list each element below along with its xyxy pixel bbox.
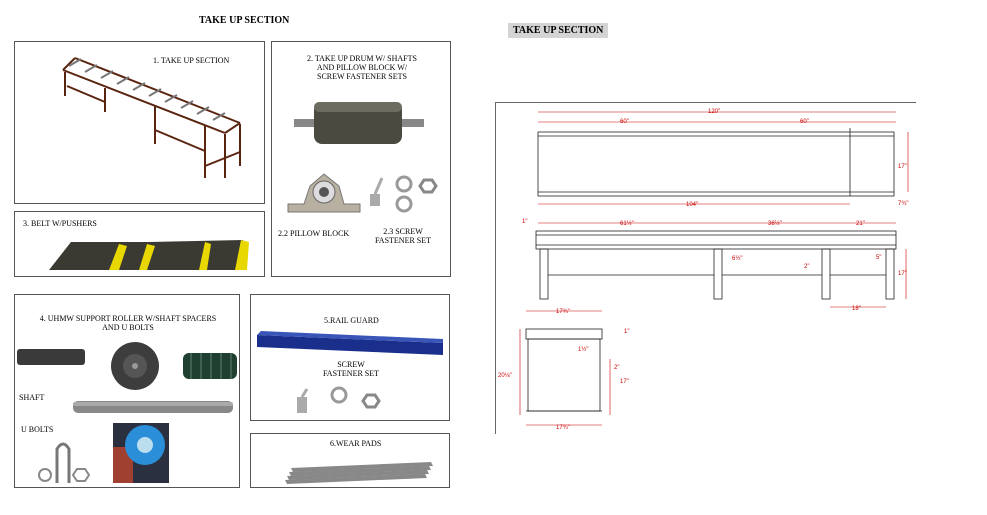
dim-mid-5: 5" [876,255,881,261]
panel-take-up-section: 1. TAKE UP SECTION [14,41,265,204]
take-up-section-frame-image [62,57,241,178]
roller-assembly-photo [113,423,169,483]
panel-6-label: 6.WEAR PADS [330,439,382,448]
dim-mid-6: 6½" [732,255,742,262]
screw-fastener-label-line1: 2.3 SCREW [383,227,423,236]
wear-pads-image [285,462,433,484]
panel-support-roller: 4. UHMW SUPPORT ROLLER w/SHAFT Spacers a… [14,294,240,488]
shaft-label: SHAFT [19,393,45,402]
spacer-coil-image [183,353,237,379]
panel-4-label-line2: and U BOLTS [102,323,154,332]
top-view-drawing: 120" 60" 60" 17" 104" 7¾" [537,109,908,208]
panel-4-label-line1: 4. UHMW SUPPORT ROLLER w/SHAFT Spacers [39,314,217,323]
side-view-drawing: 1" 61½" 36½" 21" 6½" 2" 5" 17" 18" [522,219,907,312]
drum-image [294,102,424,144]
rail-guard-image [257,331,443,355]
dim-mid-c: 21" [856,221,865,227]
roller-tube-image [17,349,85,365]
panel-3-label: 3. BELT w/PUSHERS [23,219,97,228]
dim-end-right: 17" [620,379,629,385]
dim-top-left: 60" [620,119,629,125]
dim-top-right: 60" [800,119,809,125]
dim-top-total: 120" [708,109,720,115]
pillow-block-image [287,173,361,213]
roller-disc-image [111,342,159,390]
dim-mid-18: 18" [852,306,861,312]
dim-end-left: 20⅛" [498,373,512,379]
panel-2-label-line1: 2. TAKE UP DRUM w/ SHAFTS [307,54,417,63]
panel-take-up-drum: 2. TAKE UP DRUM w/ SHAFTS and PILLOW BLO… [271,41,451,277]
belt-pushers-image [49,240,249,270]
panel-5-screw-label-line1: SCREW [337,360,365,369]
panel-5-screw-label-line2: FASTENER SET [322,369,380,378]
u-bolts-label: U BOLTS [21,425,54,434]
screw-fastener-label: 2.3 SCREW FASTENER SET [364,227,442,245]
panel-5-screw-label: SCREW FASTENER SET [301,360,401,378]
drawing-frame [495,102,916,434]
dim-end-2: 2" [614,365,619,371]
dim-mid-1: 1" [522,219,527,225]
panel-rail-guard: 5.RAIL GUARD SCREW FASTENER SET [250,294,450,421]
dim-mid-h: 17" [898,271,907,277]
dim-mid-a: 61½" [620,220,634,227]
panel-5-fastener-image [297,386,381,413]
panel-2-label-line3: SCREW FASTENER SETS [317,72,407,81]
dim-top-bottom: 104" [686,202,698,208]
panel-wear-pads: 6.WEAR PADS [250,433,450,488]
panel-1-label: 1. TAKE UP SECTION [153,56,230,65]
panel-2-label: 2. TAKE UP DRUM w/ SHAFTS and PILLOW BLO… [282,54,442,81]
dim-mid-b: 36½" [768,220,782,227]
dim-top-small: 7¾" [898,201,908,207]
pillow-block-label: 2.2 PILLOW BLOCK [278,229,350,238]
panel-5-label: 5.RAIL GUARD [324,316,379,325]
right-page-title: TAKE UP SECTION [508,23,609,38]
dim-top-height: 17" [898,164,907,170]
shaft-image [73,401,233,413]
left-page-title: TAKE UP SECTION [199,15,290,26]
dim-mid-2: 2" [804,264,809,270]
dim-end-top: 17¾" [556,309,570,315]
dim-end-1: 1" [624,329,629,335]
screw-fastener-label-line2: FASTENER SET [374,236,432,245]
panel-2-label-line2: and PILLOW BLOCK w/ [316,63,408,72]
dim-end-15: 1½" [578,346,588,353]
dim-end-bottom: 17¾" [556,425,570,431]
fastener-set-image [370,175,438,213]
end-view-drawing: 17¾" 1" 1½" 2" 20⅛" 17" 17¾" [498,309,629,431]
panel-belt: 3. BELT w/PUSHERS [14,211,265,277]
u-bolt-image [38,442,91,483]
panel-4-label: 4. UHMW SUPPORT ROLLER w/SHAFT Spacers a… [15,314,241,332]
